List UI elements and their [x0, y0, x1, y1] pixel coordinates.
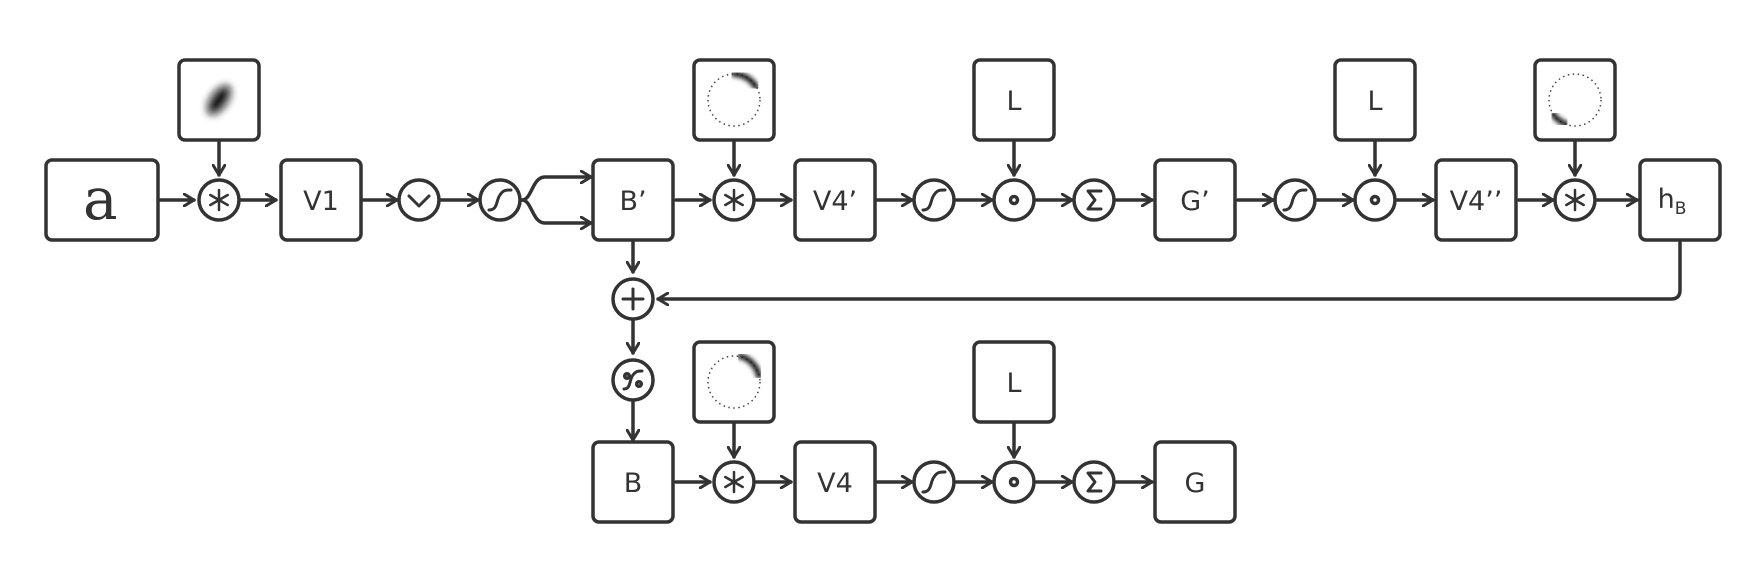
dot-icon — [1008, 476, 1020, 488]
h-b-subscript: B — [1675, 199, 1687, 219]
h-b-label: hB — [1658, 184, 1687, 219]
v4-label: V4 — [817, 468, 853, 499]
product-op-3 — [992, 460, 1036, 504]
sigmoid-op-4 — [912, 460, 956, 504]
ring-filter-box-2 — [1533, 58, 1617, 142]
ring-filter-icon — [707, 353, 762, 409]
g-prime-box: G’ — [1153, 158, 1237, 242]
v4-box: V4 — [793, 440, 877, 524]
kernel-box-l-3: L — [972, 340, 1056, 424]
oriented-blob-icon — [204, 83, 234, 117]
b-box: B — [591, 440, 675, 524]
ring-filter-icon — [1548, 73, 1602, 127]
kernel-label: L — [1006, 86, 1021, 117]
kernel-box-l-1: L — [972, 58, 1056, 142]
g-box: G — [1153, 440, 1237, 524]
kernel-box-l-2: L — [1333, 58, 1417, 142]
b-prime-label: B’ — [619, 186, 646, 217]
input-glyph: a — [83, 165, 118, 233]
connections — [158, 139, 1682, 482]
v4-prime-box: V4’ — [793, 158, 877, 242]
asterisk-icon — [724, 470, 744, 494]
oriented-filter-box — [177, 58, 261, 142]
add-op — [611, 277, 655, 321]
h-b-box: hB — [1638, 158, 1722, 242]
convolution-op-2 — [712, 178, 756, 222]
asterisk-icon — [724, 188, 744, 212]
sigma-icon — [1086, 471, 1103, 493]
v4-double-prime-label: V4’’ — [1450, 186, 1503, 217]
v4-prime-label: V4’ — [813, 186, 857, 217]
asterisk-icon — [209, 188, 229, 212]
convolution-op-1 — [197, 178, 241, 222]
dot-icon — [1008, 194, 1020, 206]
dot-icon — [1369, 194, 1381, 206]
g-prime-label: G’ — [1180, 186, 1210, 217]
convolution-op-3 — [1553, 178, 1597, 222]
sigmoid-op-3 — [1273, 178, 1317, 222]
sigmoid-op-1 — [478, 178, 522, 222]
divisive-op — [611, 358, 655, 402]
h-b-main: h — [1658, 184, 1675, 215]
divisive-sigmoid-icon — [622, 369, 644, 391]
sigmoid-icon — [1282, 188, 1308, 212]
sigmoid-icon — [921, 188, 947, 212]
rectification-op — [397, 178, 441, 222]
b-label: B — [624, 468, 643, 499]
sigmoid-icon — [921, 470, 947, 494]
ring-filter-box-1 — [692, 58, 776, 142]
b-prime-box: B’ — [591, 158, 675, 242]
v4-double-prime-box: V4’’ — [1434, 158, 1518, 242]
sigma-icon — [1086, 189, 1103, 211]
sum-op-2 — [1072, 460, 1116, 504]
kernel-label: L — [1006, 368, 1021, 399]
g-label: G — [1185, 468, 1206, 499]
plus-icon — [621, 287, 645, 311]
sigmoid-op-2 — [912, 178, 956, 222]
ring-filter-icon — [707, 71, 761, 127]
sum-op-1 — [1072, 178, 1116, 222]
asterisk-icon — [1565, 188, 1585, 212]
ring-filter-box-3 — [692, 340, 776, 424]
v1-label: V1 — [303, 186, 339, 217]
input-image-box: a — [44, 158, 160, 242]
check-v-icon — [407, 194, 431, 208]
v1-box: V1 — [279, 158, 363, 242]
product-op-1 — [992, 178, 1036, 222]
product-op-2 — [1353, 178, 1397, 222]
kernel-label: L — [1367, 86, 1382, 117]
sigmoid-icon — [487, 188, 513, 212]
convolution-op-4 — [712, 460, 756, 504]
